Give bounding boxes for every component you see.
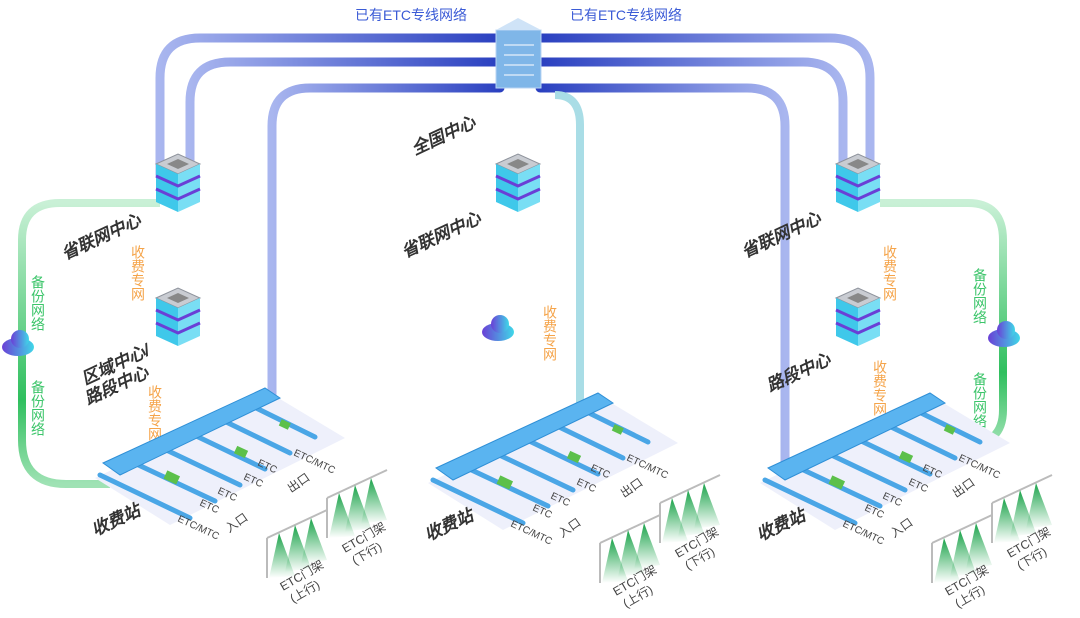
lane-label: ETC/MTC: [841, 519, 886, 548]
lane-label: ETC/MTC: [509, 519, 554, 548]
car: [496, 475, 514, 490]
entrance-label: 入口: [888, 515, 916, 540]
car: [611, 424, 624, 435]
exit-label: 出口: [285, 470, 313, 495]
region-server-left: [154, 286, 202, 348]
car: [278, 419, 291, 430]
toll-station: 收费站 ETC/MTC ETC ETC ETC ETC ETC/MTC 入口 出…: [422, 392, 721, 611]
road-section-center-label: 路段中心: [764, 349, 835, 395]
backup-network-label: 备份网络: [30, 274, 46, 331]
national-center-server: [495, 18, 542, 89]
toll-network-label: 收费专网: [882, 245, 898, 302]
cloud-icon: [2, 330, 34, 356]
toll-station: 收费站 ETC/MTC ETC ETC ETC ETC ETC/MTC 入口 出…: [754, 392, 1053, 611]
station-name: 收费站: [89, 500, 146, 540]
car: [828, 475, 846, 490]
car: [233, 445, 249, 459]
station-name: 收费站: [422, 505, 479, 545]
provincial-server-left: [154, 152, 202, 214]
canopy: [435, 392, 615, 481]
exit-label: 出口: [618, 475, 646, 500]
car: [163, 470, 181, 485]
car: [898, 450, 914, 464]
lane-islands: [762, 407, 983, 526]
etc-link-middle: [554, 91, 584, 430]
toll-network-label: 收费专网: [542, 305, 558, 362]
provincial-center-label: 省联网中心: [399, 208, 485, 262]
national-center-label: 全国中心: [409, 112, 480, 158]
backup-network-label: 备份网络: [30, 379, 46, 436]
road-server-right: [834, 286, 882, 348]
backup-network-label: 备份网络: [972, 267, 988, 324]
toll-network-label: 收费专网: [130, 245, 146, 302]
entrance-label: 入口: [556, 515, 584, 540]
station-name: 收费站: [754, 505, 811, 545]
cloud-icon: [988, 321, 1020, 347]
backup-network-label: 备份网络: [972, 371, 988, 428]
entrance-label: 入口: [223, 510, 251, 535]
toll-network-links: [161, 210, 876, 440]
canopy: [767, 392, 947, 481]
toll-network-label: 收费专网: [147, 385, 163, 442]
toll-network-label: 收费专网: [872, 360, 888, 417]
etc-line-label-right: 已有ETC专线网络: [570, 7, 682, 23]
provincial-server-middle: [494, 152, 542, 214]
car: [566, 450, 582, 464]
cloud-icon: [482, 315, 514, 341]
etc-dedicated-lines: [155, 33, 875, 470]
toll-station: 收费站 ETC/MTC ETC ETC ETC ETC ETC/MTC 入口 出…: [89, 387, 388, 606]
provincial-server-right: [834, 152, 882, 214]
exit-label: 出口: [950, 475, 978, 500]
lane-label: ETC/MTC: [176, 514, 221, 543]
canopy: [102, 387, 282, 476]
car: [943, 424, 956, 435]
etc-line-label-left: 已有ETC专线网络: [355, 7, 467, 23]
